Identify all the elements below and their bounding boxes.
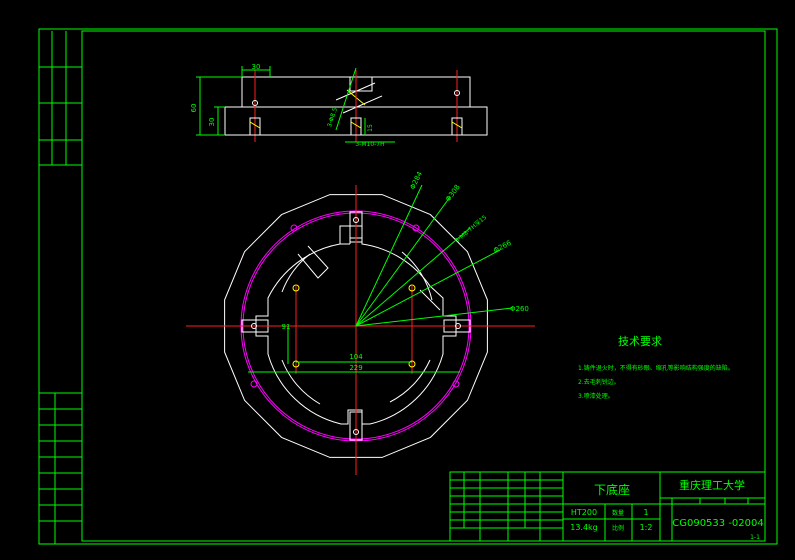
left-sidebar-grid <box>39 31 82 544</box>
tech-req-item-1: 1.铸件退火时，不得有砂眼、缩孔等影响结构强度的缺陷。 <box>578 364 734 372</box>
dim-top-width: 30 <box>252 63 261 71</box>
dim-height-total: 60 <box>190 104 198 113</box>
dim-dia-308: Φ308 <box>444 183 462 203</box>
school-name: 重庆理工大学 <box>679 478 745 492</box>
qty-value: 1 <box>643 508 648 517</box>
front-view <box>196 66 488 143</box>
dim-dia-260: Φ260 <box>510 305 529 313</box>
scale-label: 比例 <box>612 524 624 532</box>
dim-span-229: 229 <box>349 364 362 372</box>
top-view <box>186 184 535 475</box>
outer-frame <box>38 28 778 545</box>
tech-req-item-3: 3.喷漆处理。 <box>578 392 614 400</box>
dim-span-104: 104 <box>349 353 363 361</box>
dim-tapped-holes: 3-M8-7H深15 <box>453 213 488 244</box>
title-block <box>449 471 766 542</box>
dim-height-lower: 30 <box>208 118 216 127</box>
dim-thread-note: 3-M10-7H <box>355 141 384 148</box>
inner-frame <box>81 30 766 542</box>
sheet-index: 1-1 <box>750 534 760 541</box>
material: HT200 <box>571 508 597 517</box>
tech-req-heading: 技术要求 <box>618 335 662 348</box>
dim-dia-266: Φ266 <box>492 239 513 255</box>
drawing-number: CG090533 -02004 <box>672 518 764 529</box>
dim-v-91: 91 <box>282 323 291 331</box>
dim-depth-small: 15 <box>367 124 374 132</box>
weight: 13.4kg <box>570 523 598 532</box>
dim-dia-284: Φ284 <box>409 170 425 191</box>
part-name: 下底座 <box>594 482 630 497</box>
qty-label: 数量 <box>612 509 624 517</box>
tech-req-item-2: 2.去毛刺锐边。 <box>578 378 620 386</box>
scale-value: 1:2 <box>640 523 653 532</box>
